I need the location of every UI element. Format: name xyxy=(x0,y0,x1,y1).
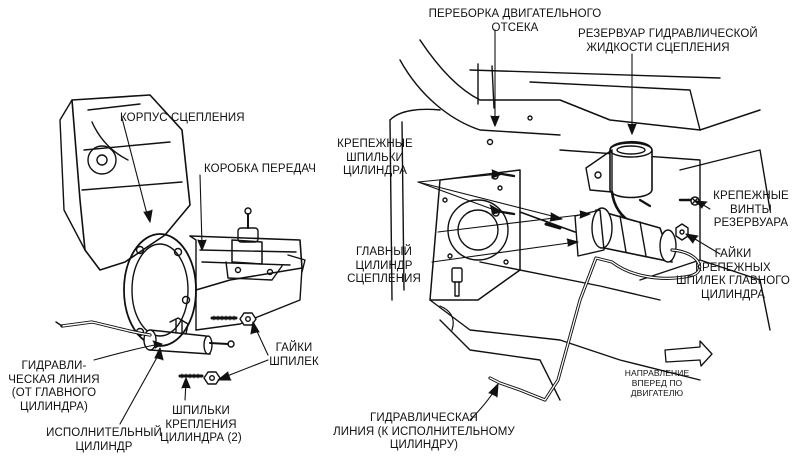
label-forward-direction: НАПРАВЛЕНИЕ ВПЕРЕД ПО ДВИГАТЕЛЮ xyxy=(624,368,690,398)
label-reservoir-screws: КРЕПЕЖНЫЕ ВИНТЫ РЕЗЕРВУАРА xyxy=(713,190,789,229)
label-hydraulic-line-from-master: ГИДРАВЛИ- ЧЕСКАЯ ЛИНИЯ (ОТ ГЛАВНОГО ЦИЛИ… xyxy=(8,360,100,413)
master-cylinder-drawing xyxy=(488,140,702,402)
label-clutch-housing: КОРПУС СЦЕПЛЕНИЯ xyxy=(120,112,245,124)
label-master-stud-nuts: ГАЙКИ КРЕПЕЖНЫХ ШПИЛЕК ГЛАВНОГО ЦИЛИНДРА xyxy=(676,248,790,301)
label-hydraulic-line-to-slave: ГИДРАВЛИЧЕСКАЯ ЛИНИЯ (К ИСПОЛНИТЕЛЬНОМУ … xyxy=(333,412,515,451)
label-master-cylinder: ГЛАВНЫЙ ЦИЛИНДР СЦЕПЛЕНИЯ xyxy=(347,246,421,285)
engine-bulkhead-drawing xyxy=(389,39,771,401)
transmission-drawing xyxy=(59,94,306,347)
label-cylinder-studs: ШПИЛЬКИ КРЕПЛЕНИЯ ЦИЛИНДРА (2) xyxy=(160,405,242,444)
forward-arrow xyxy=(664,340,713,367)
label-slave-cylinder: ИСПОЛНИТЕЛЬНЫЙ ЦИЛИНДР xyxy=(46,427,162,453)
label-stud-nuts: ГАЙКИ ШПИЛЕК xyxy=(269,342,319,368)
label-mounting-studs: КРЕПЕЖНЫЕ ШПИЛЬКИ ЦИЛИНДРА xyxy=(337,138,413,177)
label-fluid-reservoir: РЕЗЕРВУАР ГИДРАВЛИЧЕСКОЙ ЖИДКОСТИ СЦЕПЛЕ… xyxy=(578,28,758,54)
label-gearbox: КОРОБКА ПЕРЕДАЧ xyxy=(204,163,316,175)
slave-cylinder-drawing xyxy=(55,317,235,355)
right-leader-lines xyxy=(417,29,721,421)
left-leader-lines xyxy=(93,117,269,425)
label-engine-bulkhead: ПЕРЕБОРКА ДВИГАТЕЛЬНОГО ОТСЕКА xyxy=(428,8,602,34)
studs-and-nuts-left xyxy=(178,312,257,385)
